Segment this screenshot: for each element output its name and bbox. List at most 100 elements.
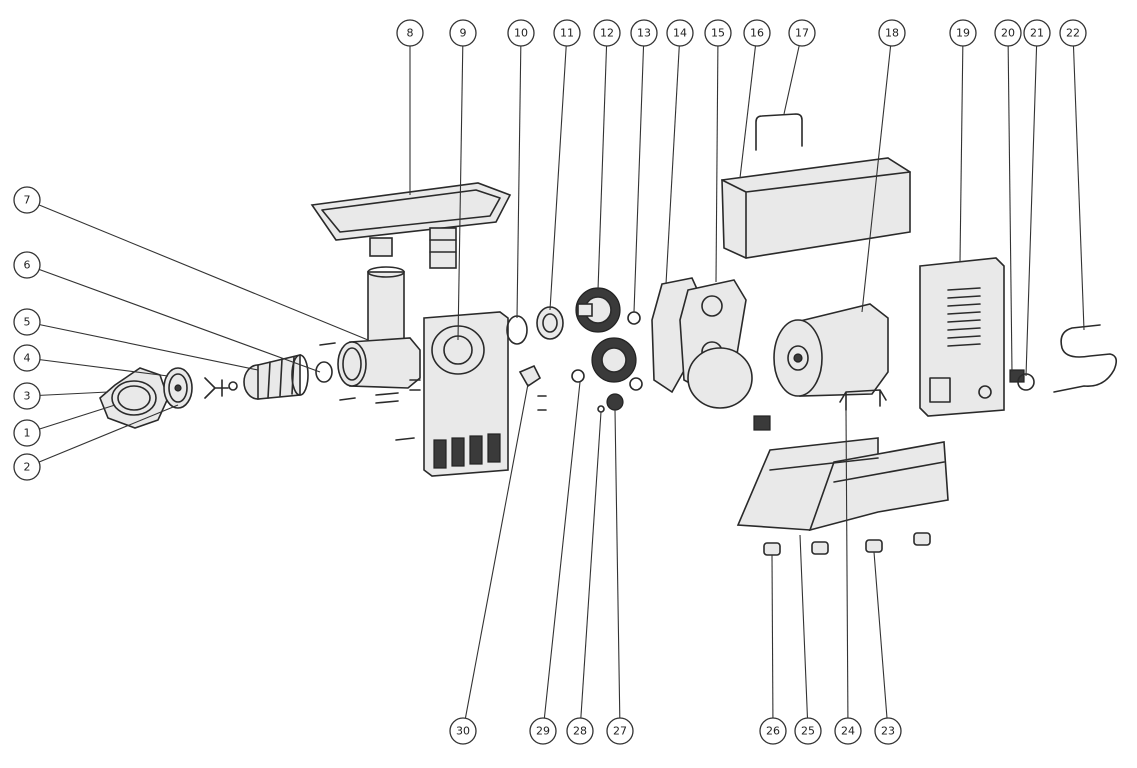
callout-19: 19 — [949, 19, 977, 47]
leader-line-22 — [1072, 32, 1085, 331]
callout-circle — [13, 251, 41, 279]
leader-line-19 — [959, 32, 964, 263]
callout-number: 10 — [514, 27, 528, 40]
callout-circle — [529, 717, 557, 745]
callout-number: 2 — [24, 461, 31, 474]
leader-lines — [26, 32, 1085, 732]
power-switch — [1009, 369, 1035, 391]
callout-30: 30 — [449, 717, 477, 745]
callout-circle — [13, 382, 41, 410]
callout-number: 4 — [24, 352, 31, 365]
callout-circle — [396, 19, 424, 47]
callout-9: 9 — [449, 19, 477, 47]
callout-circle — [949, 19, 977, 47]
callout-number: 6 — [24, 259, 31, 272]
callout-circle — [874, 717, 902, 745]
callout-circle — [878, 19, 906, 47]
callout-number: 18 — [885, 27, 899, 40]
callout-number: 16 — [750, 27, 764, 40]
callout-25: 25 — [794, 717, 822, 745]
callout-circle — [13, 308, 41, 336]
callout-circle — [994, 19, 1022, 47]
callout-circle — [788, 19, 816, 47]
callout-number: 25 — [801, 725, 815, 738]
callout-circle — [566, 717, 594, 745]
callout-circle — [593, 19, 621, 47]
callout-number: 1 — [24, 427, 31, 440]
leader-line-17 — [783, 32, 803, 115]
callout-14: 14 — [666, 19, 694, 47]
leader-line-1 — [26, 404, 116, 434]
leader-line-12 — [597, 32, 608, 291]
leader-line-13 — [633, 32, 645, 313]
callout-number: 15 — [711, 27, 725, 40]
callout-28: 28 — [566, 717, 594, 745]
front-housing — [423, 311, 509, 477]
leader-line-27 — [614, 409, 621, 732]
callout-21: 21 — [1023, 19, 1051, 47]
leader-line-11 — [549, 32, 568, 311]
leader-line-30 — [462, 383, 529, 732]
callout-6: 6 — [13, 251, 41, 279]
callout-circle — [606, 717, 634, 745]
leader-line-5 — [26, 321, 259, 371]
mounting-screws — [319, 342, 421, 441]
leader-line-28 — [579, 411, 602, 732]
callout-circle — [1059, 19, 1087, 47]
callout-18: 18 — [878, 19, 906, 47]
callout-number: 8 — [407, 27, 414, 40]
callout-circle — [13, 453, 41, 481]
leader-line-6 — [26, 264, 321, 373]
callout-number: 3 — [24, 390, 31, 403]
callout-15: 15 — [704, 19, 732, 47]
leader-line-20 — [1007, 32, 1013, 373]
leader-line-18 — [861, 32, 893, 313]
small-washers — [571, 311, 643, 413]
callout-circle — [507, 19, 535, 47]
callout-number: 7 — [24, 194, 31, 207]
power-cord — [1053, 324, 1118, 393]
callout-circle — [759, 717, 787, 745]
callout-number: 13 — [637, 27, 651, 40]
callout-13: 13 — [630, 19, 658, 47]
callout-circle — [13, 419, 41, 447]
callout-27: 27 — [606, 717, 634, 745]
leader-line-14 — [665, 32, 681, 285]
leader-line-29 — [542, 381, 581, 732]
callout-circle — [553, 19, 581, 47]
gear-lower — [591, 337, 637, 383]
callout-circle — [1023, 19, 1051, 47]
carry-handle — [755, 113, 803, 151]
callout-number: 24 — [841, 725, 855, 738]
motor-bracket — [753, 389, 887, 431]
leader-line-15 — [715, 32, 719, 283]
callout-number: 30 — [456, 725, 470, 738]
callout-circle — [743, 19, 771, 47]
leader-line-21 — [1025, 32, 1038, 377]
callout-number: 29 — [536, 725, 550, 738]
callout-11: 11 — [553, 19, 581, 47]
leader-line-10 — [516, 32, 522, 319]
grinder-head — [337, 266, 421, 389]
callout-16: 16 — [743, 19, 771, 47]
callout-12: 12 — [593, 19, 621, 47]
callout-circle — [630, 19, 658, 47]
callout-number: 9 — [460, 27, 467, 40]
hopper-tray — [310, 182, 512, 269]
cutting-plate — [163, 367, 193, 409]
callout-24: 24 — [834, 717, 862, 745]
leader-line-7 — [26, 199, 369, 341]
callout-number: 27 — [613, 725, 627, 738]
callout-circle — [666, 19, 694, 47]
cutting-blade — [204, 377, 238, 399]
callout-10: 10 — [507, 19, 535, 47]
callout-number: 19 — [956, 27, 970, 40]
leader-line-25 — [799, 534, 809, 732]
washer — [315, 361, 333, 383]
oil-seal — [506, 315, 528, 345]
callout-circle — [704, 19, 732, 47]
worm-screw — [243, 353, 309, 400]
callout-7: 7 — [13, 186, 41, 214]
